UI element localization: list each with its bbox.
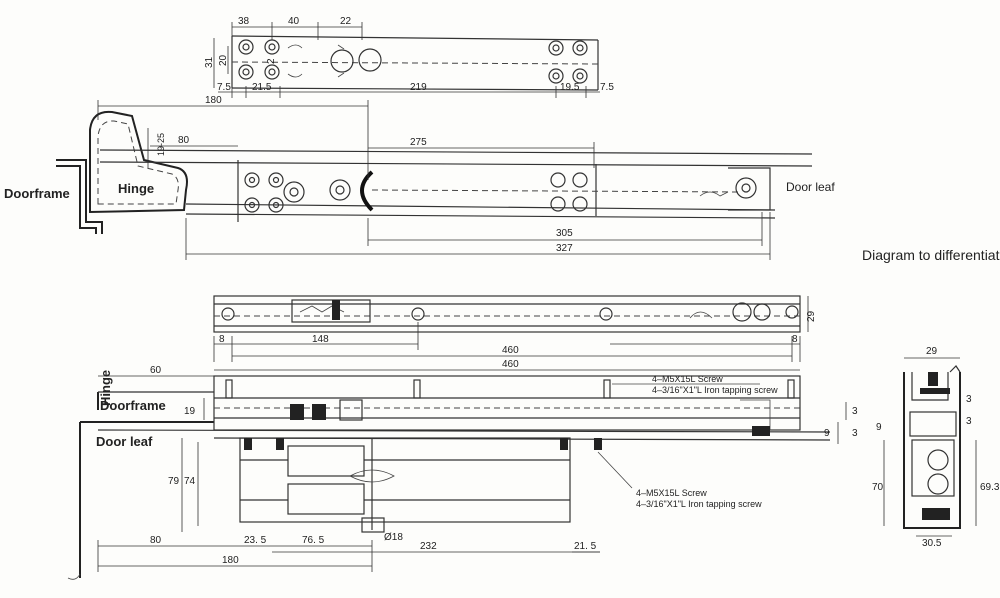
screw-note-top-2: 4–3/16"X1"L Iron tapping screw [652,385,778,395]
dim-19-25: 19-25 [156,133,166,156]
doorframe-label-top: Doorframe [4,186,70,201]
dim-20: 20 [218,54,229,66]
dim-2: 2 [266,58,277,64]
dim-7-5-left: 7.5 [217,82,231,93]
dim-305: 305 [556,228,573,239]
dim-76-5: 76. 5 [302,535,325,546]
door-leaf-label-top: Door leaf [786,180,835,194]
dim-8-right: 8 [792,334,798,345]
sec-dim-69-3: 69.3 [980,482,1000,493]
dim-80-bottom: 80 [150,535,162,546]
door-leaf-label-bottom: Door leaf [96,434,153,449]
dim-d18: Ø18 [384,532,403,543]
screw-note-bottom-1: 4–M5X15L Screw [636,488,707,498]
screw-note-top-1: 4–M5X15L Screw [652,374,723,384]
sec-dim-9: 9 [876,422,882,433]
sec-dim-30-5: 30.5 [922,538,942,549]
sec-dim-3-a: 3 [966,394,972,405]
hinge-label-top: Hinge [118,181,154,196]
hole-group-left [238,39,280,80]
dim-148: 148 [312,334,329,345]
dim-21-5-bottom: 21. 5 [574,541,597,552]
dim-460-bottom: 460 [502,359,519,370]
dim-275: 275 [410,137,427,148]
dim-19-5: 19.5 [560,82,580,93]
dim-460-rail: 460 [502,345,519,356]
diagram-title: Diagram to differentiate [862,247,1000,263]
dim-74: 74 [184,476,196,487]
dim-80-top: 80 [178,135,190,146]
dim-60: 60 [150,365,162,376]
dim-232: 232 [420,541,437,552]
dim-19: 19 [184,406,196,417]
top-mounting-plate: 38 40 22 31 20 2 7.5 21.5 219 19.5 7.5 [204,16,614,98]
sec-dim-29: 29 [926,346,938,357]
sec-dim-3-b: 3 [966,416,972,427]
dim-327: 327 [556,243,573,254]
doorframe-label-bottom: Doorframe [100,398,166,413]
dim-23-5: 23. 5 [244,535,267,546]
sec-dim-70: 70 [872,482,884,493]
dim-22: 22 [340,16,352,27]
dim-180-top: 180 [205,95,222,106]
dim-79: 79 [168,476,180,487]
top-view-assembly: Doorframe Hinge Door leaf 180 80 [4,95,835,260]
dim-40: 40 [288,16,300,27]
dim-21-5: 21.5 [252,82,272,93]
bottom-section: Hinge Doorframe Door leaf 4–M5X15L Screw [67,359,858,580]
dim-3-a: 3 [852,406,858,417]
dim-29-rail: 29 [806,310,817,322]
screw-note-bottom-2: 4–3/16"X1"L Iron tapping screw [636,499,762,509]
hole-group-right [548,40,588,84]
dim-38: 38 [238,16,250,27]
dim-31: 31 [204,56,215,68]
dim-180-bottom: 180 [222,555,239,566]
dim-8-left: 8 [219,334,225,345]
cross-section-view: 29 3 3 9 70 69.3 30.5 [872,346,1000,549]
rail-elevation: 29 8 148 460 8 [213,295,817,362]
hinge-label-bottom: Hinge [98,370,113,406]
dim-219: 219 [410,82,427,93]
dim-9: 9 [824,428,830,439]
dim-7-5-right: 7.5 [600,82,614,93]
dim-3-b: 3 [852,428,858,439]
